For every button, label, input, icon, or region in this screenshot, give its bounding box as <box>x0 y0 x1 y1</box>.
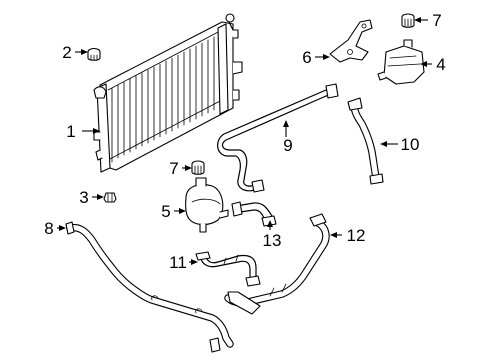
callout-5: 5 <box>161 202 170 221</box>
reservoir-cap-upper <box>401 13 415 28</box>
callout-6: 6 <box>302 48 311 67</box>
callout-7-lower: 7 <box>169 159 178 178</box>
bracket <box>329 19 373 63</box>
callout-3: 3 <box>79 188 88 207</box>
radiator <box>93 13 243 173</box>
lower-hose <box>224 213 330 315</box>
callout-8: 8 <box>44 219 53 238</box>
callout-13: 13 <box>263 231 282 250</box>
hose-lower-left <box>65 221 234 353</box>
reservoir-lower <box>185 177 229 233</box>
overflow-tube <box>217 83 339 193</box>
callout-1: 1 <box>66 122 75 141</box>
radiator-cap <box>87 47 101 61</box>
upper-hose <box>347 97 384 185</box>
small-hose <box>231 201 277 227</box>
callout-2: 2 <box>62 43 71 62</box>
callout-7-upper: 7 <box>432 11 441 30</box>
drain-plug <box>103 192 117 203</box>
bypass-hose <box>195 251 261 287</box>
reservoir-upper <box>377 39 425 85</box>
callout-11: 11 <box>169 253 187 272</box>
reservoir-cap-lower <box>191 160 205 175</box>
callout-10: 10 <box>401 135 420 154</box>
callout-leaders <box>57 17 432 265</box>
callout-4: 4 <box>436 55 445 74</box>
callout-9: 9 <box>283 136 292 155</box>
callout-12: 12 <box>347 226 366 245</box>
